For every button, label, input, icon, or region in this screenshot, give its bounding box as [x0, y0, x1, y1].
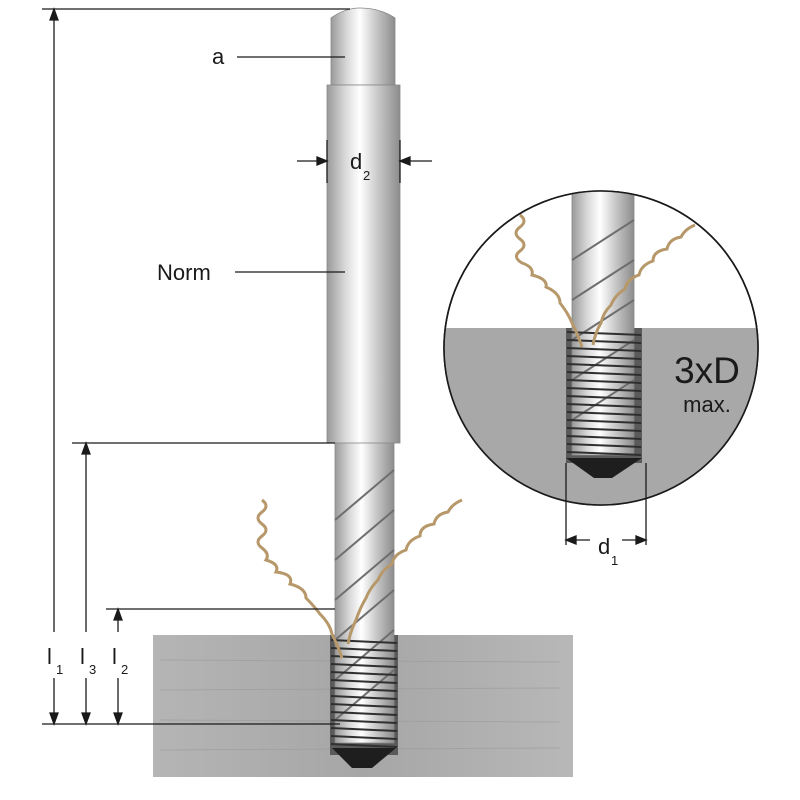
reference-lines: [42, 8, 350, 725]
thread-line: [566, 387, 642, 392]
detail-thread-lines: [566, 331, 642, 456]
thread-line: [566, 347, 642, 352]
l1-label: l: [47, 644, 52, 669]
d2-subscript: 2: [363, 168, 370, 183]
thread-line: [330, 687, 398, 692]
a-label: a: [212, 44, 225, 69]
chip-left: [256, 498, 344, 659]
thread-line: [330, 679, 398, 684]
d1-dimension: [564, 463, 648, 545]
thread-line: [566, 435, 642, 440]
depth-label: 3xD: [674, 350, 740, 391]
norm-label: Norm: [157, 260, 211, 285]
thread-line: [330, 703, 398, 708]
thread-line: [566, 355, 642, 360]
l2-label: l: [112, 644, 117, 669]
thread-line: [566, 443, 642, 448]
d1-label: d: [598, 534, 610, 559]
l1-dimension: [49, 7, 59, 726]
thread-line: [330, 735, 398, 740]
l2-subscript: 2: [121, 662, 128, 677]
hole-bottom: [332, 748, 396, 768]
thread-line: [330, 647, 398, 652]
flute-lines: [334, 469, 395, 721]
thread-line: [330, 663, 398, 668]
chip-right: [346, 498, 463, 645]
thread-line: [566, 403, 642, 408]
l3-dimension: [81, 441, 91, 726]
thread-line: [566, 331, 642, 336]
thread-lines: [330, 639, 398, 748]
thread-line: [330, 671, 398, 676]
detail-chip-right: [591, 223, 696, 346]
thread-line: [566, 379, 642, 384]
tap-body: [334, 442, 395, 744]
thread-line: [330, 695, 398, 700]
depth-note: max.: [683, 392, 731, 417]
detail-hole-bottom: [566, 458, 642, 478]
l2-dimension: [113, 607, 123, 726]
thread-line: [330, 743, 398, 748]
thread-line: [566, 419, 642, 424]
tap-shank: [326, 84, 401, 444]
thread-line: [566, 451, 642, 456]
thread-line: [330, 711, 398, 716]
detail-tap-body: [571, 191, 635, 456]
l3-subscript: 3: [89, 662, 96, 677]
thread-line: [566, 411, 642, 416]
thread-line: [330, 719, 398, 724]
detail-chip-left: [514, 213, 584, 348]
d2-label: d: [350, 149, 362, 174]
tap-neck: [327, 420, 400, 443]
thread-line: [330, 639, 398, 644]
thread-line: [566, 427, 642, 432]
tap-shank-top: [330, 7, 396, 86]
thread-line: [566, 363, 642, 368]
l1-subscript: 1: [56, 662, 63, 677]
thread-line: [330, 727, 398, 732]
thread-line: [566, 371, 642, 376]
thread-line: [566, 395, 642, 400]
d2-dimension: [297, 140, 432, 183]
l3-label: l: [80, 644, 85, 669]
d1-subscript: 1: [611, 553, 618, 568]
